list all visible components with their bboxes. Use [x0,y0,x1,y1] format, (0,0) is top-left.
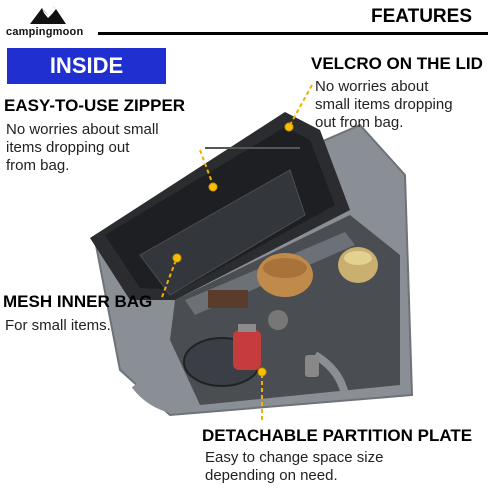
mesh-pocket [139,169,306,296]
velcro-title: VELCRO ON THE LID [311,54,483,73]
brand-name: campingmoon [6,26,84,38]
velcro-desc: No worries about small items dropping ou… [315,78,453,131]
partition-title: DETACHABLE PARTITION PLATE [202,426,473,445]
zipper-title: EASY-TO-USE ZIPPER [4,96,186,115]
zipper-desc: No worries about small items dropping ou… [6,121,159,174]
burner [268,310,288,330]
bag-handle [131,382,176,414]
partition-desc: Easy to change space size depending on n… [205,449,384,484]
mountain-icon [30,6,66,24]
buckle [305,355,319,377]
brand-logo: campingmoon [6,2,96,38]
gas-canister [233,330,261,370]
mesh-title: MESH INNER BAG [3,292,153,311]
inside-badge: INSIDE [7,48,166,84]
page-title: FEATURES [371,6,472,27]
header-divider [98,32,488,35]
mesh-desc: For small items. [5,317,111,334]
grill-rack [208,290,248,308]
